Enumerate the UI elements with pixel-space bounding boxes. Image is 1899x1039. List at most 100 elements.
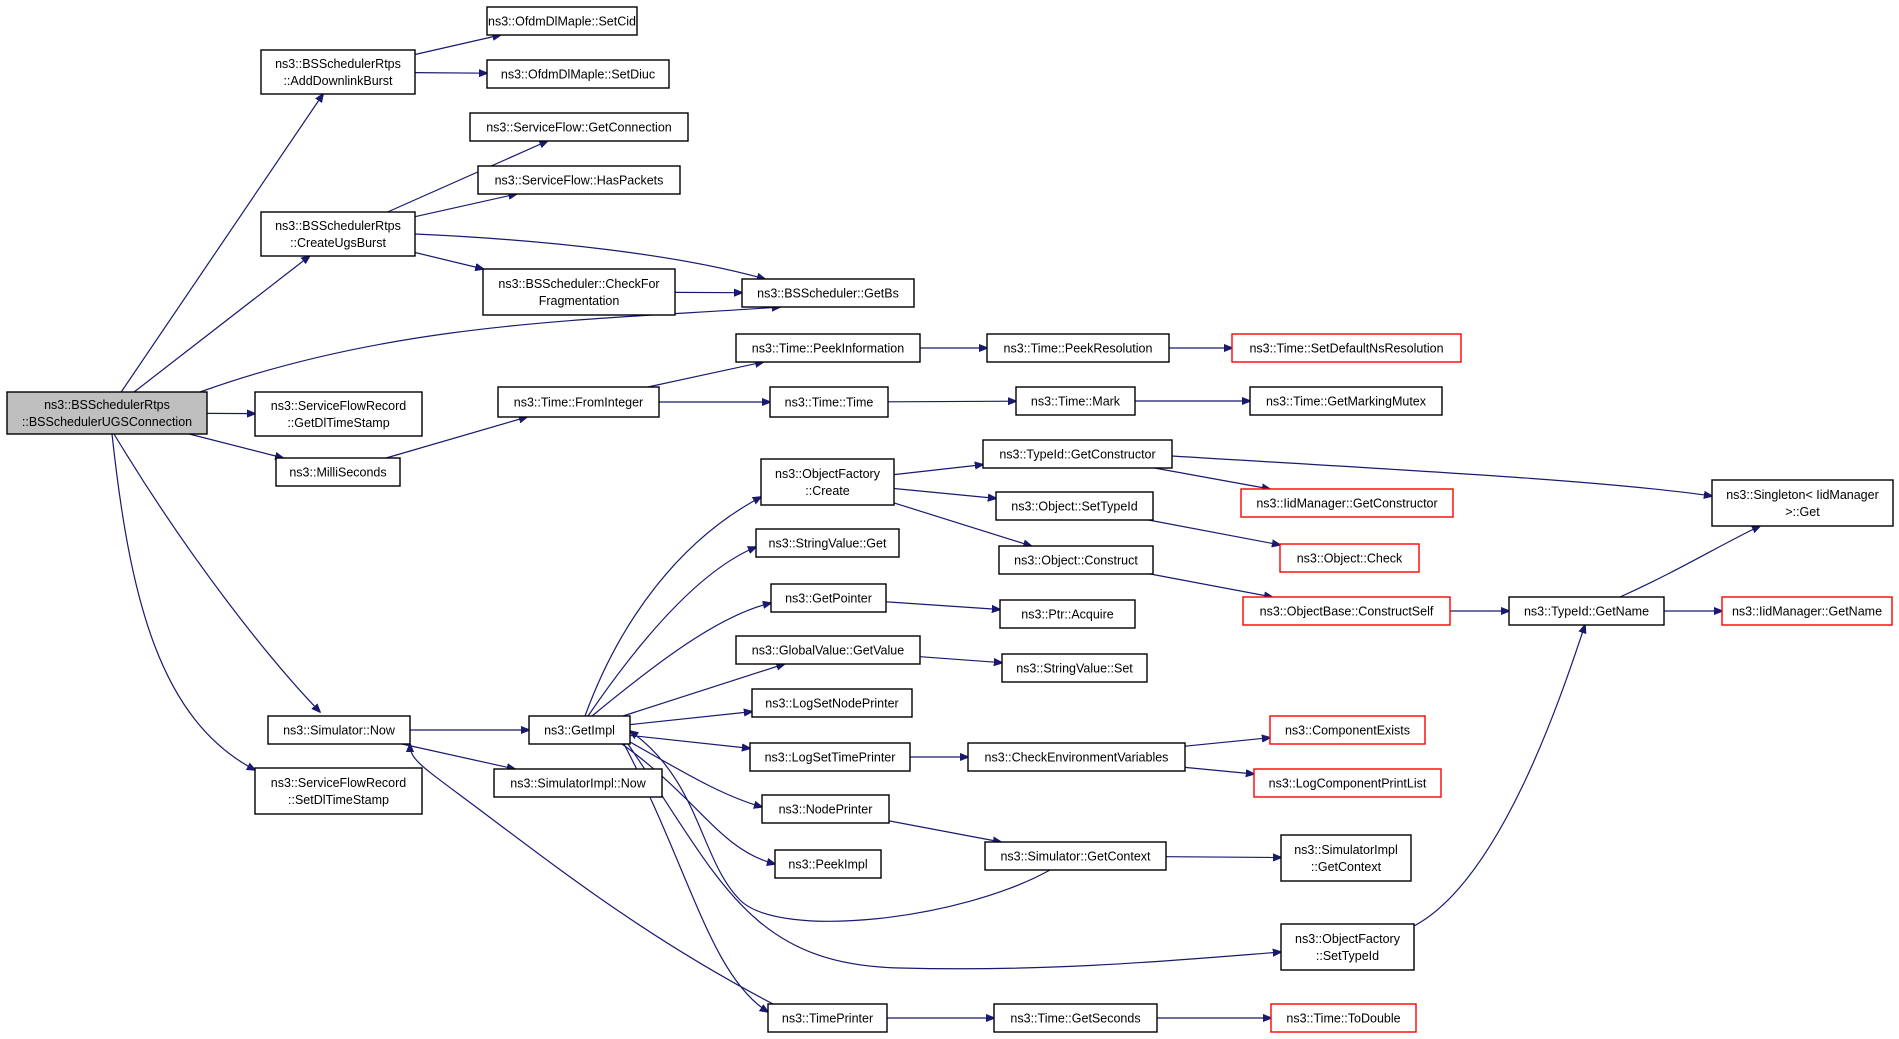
node-objectCheck[interactable]: ns3::Object::Check [1279, 543, 1420, 573]
node-label-line: ns3::Singleton< IidManager [1726, 488, 1879, 502]
edge-line [189, 433, 283, 458]
edge-line [887, 401, 1016, 402]
node-getDlTimeStamp[interactable]: ns3::ServiceFlowRecord::GetDlTimeStamp [254, 391, 423, 437]
edge-getImpl-to-peekImpl [621, 743, 775, 864]
edge-line [647, 362, 764, 388]
node-timeTime[interactable]: ns3::Time::Time [769, 386, 889, 418]
edge-globalValueGetValue-to-stringValueSet [919, 656, 1002, 663]
node-createUgsBurst[interactable]: ns3::BSSchedulerRtps::CreateUgsBurst [260, 211, 416, 257]
node-label-line: ns3::OfdmDlMaple::SetDiuc [501, 68, 655, 82]
edge-getImpl-to-logSetTimePrinter [629, 734, 750, 748]
node-label-line: ::GetContext [1311, 860, 1382, 874]
node-box [967, 742, 1186, 772]
node-simulatorNow[interactable]: ns3::Simulator::Now [267, 715, 411, 745]
node-stringValueSet[interactable]: ns3::StringValue::Set [1001, 653, 1148, 683]
node-label-line: ns3::Time::Time [785, 396, 874, 410]
edge-root-to-getBs [199, 307, 780, 393]
node-globalValueGetValue[interactable]: ns3::GlobalValue::GetValue [735, 635, 921, 665]
node-nodePrinter[interactable]: ns3::NodePrinter [761, 794, 890, 824]
edge-createUgsBurst-to-getConnection [387, 141, 548, 213]
node-label-line: ns3::OfdmDlMaple::SetCid [488, 15, 636, 29]
edge-line [1148, 519, 1281, 545]
edge-timeTime-to-timeMark [887, 401, 1016, 402]
node-stringValueGet[interactable]: ns3::StringValue::Get [755, 528, 900, 558]
node-checkEnvironmentVariables[interactable]: ns3::CheckEnvironmentVariables [967, 742, 1186, 772]
node-label-line: ns3::Ptr::Acquire [1021, 608, 1113, 622]
node-setDiuc[interactable]: ns3::OfdmDlMaple::SetDiuc [486, 59, 670, 89]
node-setCid[interactable]: ns3::OfdmDlMaple::SetCid [486, 6, 638, 36]
edge-createUgsBurst-to-checkForFragmentation [414, 251, 483, 270]
node-typeIdGetName[interactable]: ns3::TypeId::GetName [1508, 596, 1665, 626]
node-ptrAcquire[interactable]: ns3::Ptr::Acquire [999, 599, 1136, 629]
node-root[interactable]: ns3::BSSchedulerRtps::BSSchedulerUGSConn… [6, 391, 208, 435]
node-simulatorImplGetContext[interactable]: ns3::SimulatorImpl::GetContext [1280, 834, 1412, 882]
edge-line [893, 502, 1031, 546]
node-getConnection[interactable]: ns3::ServiceFlow::GetConnection [469, 112, 689, 142]
node-simulatorGetContext[interactable]: ns3::Simulator::GetContext [984, 841, 1167, 871]
node-getPointer[interactable]: ns3::GetPointer [770, 583, 887, 613]
node-singletonGet[interactable]: ns3::Singleton< IidManager>::Get [1711, 479, 1894, 527]
node-box [482, 268, 676, 316]
edge-getImpl-to-globalValueGetValue [622, 664, 785, 717]
edge-line [120, 94, 323, 393]
node-logSetTimePrinter[interactable]: ns3::LogSetTimePrinter [749, 742, 911, 772]
node-setDlTimeStamp[interactable]: ns3::ServiceFlowRecord::SetDlTimeStamp [254, 767, 423, 815]
node-setDefaultNsResolution[interactable]: ns3::Time::SetDefaultNsResolution [1231, 333, 1462, 363]
node-label-line: ns3::Simulator::GetContext [1000, 850, 1151, 864]
node-box [267, 715, 411, 745]
node-peekInformation[interactable]: ns3::Time::PeekInformation [735, 333, 921, 363]
node-box [735, 333, 921, 363]
node-box [982, 439, 1173, 469]
node-constructSelf[interactable]: ns3::ObjectBase::ConstructSelf [1242, 596, 1451, 626]
node-objectFactorySetTypeId[interactable]: ns3::ObjectFactory::SetTypeId [1280, 923, 1415, 971]
node-fromInteger[interactable]: ns3::Time::FromInteger [497, 386, 660, 418]
node-label-line: ns3::CheckEnvironmentVariables [985, 751, 1169, 765]
edge-line [414, 35, 501, 56]
node-simulatorImplNow[interactable]: ns3::SimulatorImpl::Now [493, 768, 663, 798]
node-timeMark[interactable]: ns3::Time::Mark [1015, 386, 1136, 416]
node-box [1231, 333, 1462, 363]
node-iidGetConstructor[interactable]: ns3::IidManager::GetConstructor [1240, 488, 1454, 518]
node-hasPackets[interactable]: ns3::ServiceFlow::HasPackets [477, 165, 681, 195]
node-timeGetSeconds[interactable]: ns3::Time::GetSeconds [993, 1003, 1158, 1033]
edge-line [1184, 766, 1254, 774]
edge-line [622, 664, 785, 717]
node-label-line: ::AddDownlinkBurst [283, 74, 393, 88]
node-objectFactoryCreate[interactable]: ns3::ObjectFactory::Create [760, 458, 895, 506]
node-addDownlinkBurst[interactable]: ns3::BSSchedulerRtps::AddDownlinkBurst [260, 49, 416, 95]
node-getConstructor[interactable]: ns3::TypeId::GetConstructor [982, 439, 1173, 469]
node-label-line: >::Get [1785, 505, 1820, 519]
node-label-line: ns3::ServiceFlow::HasPackets [495, 174, 664, 188]
node-box [493, 768, 663, 798]
node-iidGetName[interactable]: ns3::IidManager::GetName [1721, 596, 1893, 626]
node-label-line: ns3::Time::GetMarkingMutex [1266, 395, 1427, 409]
node-box [469, 112, 689, 142]
edge-getImpl-to-nodePrinter [629, 741, 762, 807]
node-label-line: ns3::ServiceFlow::GetConnection [486, 121, 672, 135]
node-milliSeconds[interactable]: ns3::MilliSeconds [275, 457, 401, 487]
node-timePrinter[interactable]: ns3::TimePrinter [767, 1003, 888, 1033]
edge-line [621, 743, 775, 864]
node-label-line: ns3::TypeId::GetName [1524, 605, 1649, 619]
node-peekResolution[interactable]: ns3::Time::PeekResolution [986, 333, 1170, 363]
node-label-line: ns3::GetImpl [544, 724, 615, 738]
node-peekImpl[interactable]: ns3::PeekImpl [774, 849, 882, 879]
node-logSetNodePrinter[interactable]: ns3::LogSetNodePrinter [751, 688, 913, 718]
node-getMarkingMutex[interactable]: ns3::Time::GetMarkingMutex [1249, 386, 1443, 416]
edge-setTypeId-to-objectCheck [1148, 519, 1281, 545]
node-timeToDouble[interactable]: ns3::Time::ToDouble [1270, 1003, 1417, 1033]
node-componentExists[interactable]: ns3::ComponentExists [1269, 715, 1426, 745]
edge-line [919, 656, 1002, 663]
node-logComponentPrintList[interactable]: ns3::LogComponentPrintList [1253, 768, 1442, 798]
node-label-line: ns3::ObjectBase::ConstructSelf [1260, 605, 1434, 619]
node-getBs[interactable]: ns3::BSScheduler::GetBs [741, 278, 915, 308]
node-label-line: ns3::Object::SetTypeId [1011, 500, 1138, 514]
node-objectConstruct[interactable]: ns3::Object::Construct [998, 545, 1154, 575]
call-edges [111, 35, 1760, 1018]
edge-milliSeconds-to-fromInteger [385, 417, 527, 459]
node-setTypeId[interactable]: ns3::Object::SetTypeId [995, 491, 1154, 521]
node-box [1711, 479, 1894, 527]
edge-line [629, 741, 762, 807]
node-getImpl[interactable]: ns3::GetImpl [528, 715, 631, 745]
